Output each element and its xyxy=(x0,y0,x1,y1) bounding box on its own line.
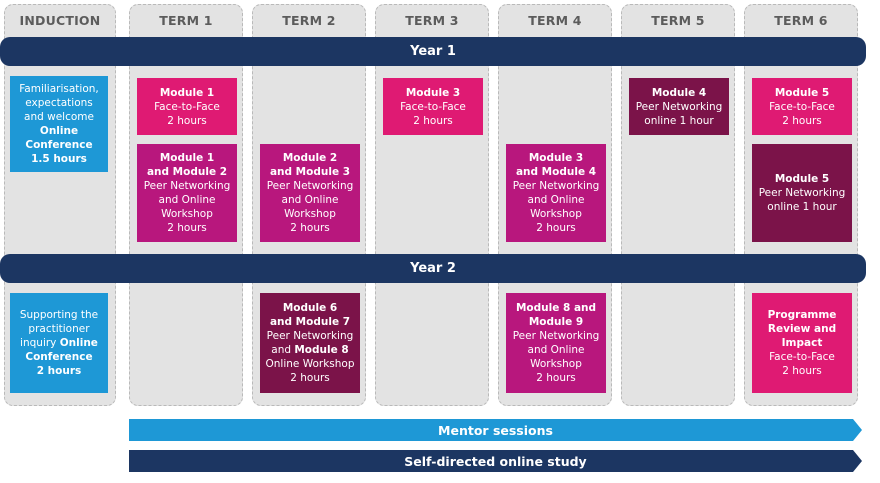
year-2-label: Year 2 xyxy=(410,261,456,276)
term6-module5-face-to-face-card: Module 5 Face-to-Face 2 hours xyxy=(752,78,852,135)
column-header-term-3: TERM 3 xyxy=(405,13,459,28)
card-title: Review and xyxy=(767,323,837,335)
column-header-term-4: TERM 4 xyxy=(528,13,582,28)
card-title: and Module 4 xyxy=(515,166,597,178)
term4-modules-8-9-card: Module 8 and Module 9 Peer Networking an… xyxy=(506,293,606,393)
card-title: Module 5 xyxy=(774,173,830,185)
card-text: Face-to-Face xyxy=(769,351,835,363)
card-text: Workshop xyxy=(530,208,582,220)
card-text: Supporting the xyxy=(19,309,99,321)
term1-peer-networking-card: Module 1 and Module 2 Peer Networking an… xyxy=(137,144,237,242)
card-text: Peer Networking xyxy=(512,330,600,342)
column-term-3: TERM 3 xyxy=(375,4,489,406)
card-text: Workshop xyxy=(284,208,336,220)
card-text: Face-to-Face xyxy=(400,100,466,113)
card-text: Workshop xyxy=(530,358,582,370)
card-title: and Module 2 xyxy=(146,166,228,178)
card-title: Module 1 xyxy=(159,152,215,164)
card-text: 2 hours xyxy=(290,222,330,234)
card-title: Module 8 and xyxy=(515,302,597,314)
induction-year1-card: Familiarisation, expectations and welcom… xyxy=(10,76,108,172)
card-text: practitioner xyxy=(28,323,90,335)
card-text-bold: Online xyxy=(59,337,98,349)
card-text: Peer Networking xyxy=(266,330,354,342)
card-title: Module 1 xyxy=(159,86,215,99)
card-text: and Online xyxy=(527,344,585,356)
card-title: Module 2 xyxy=(282,152,338,164)
card-text: and welcome xyxy=(24,111,94,123)
card-text: 2 hours xyxy=(782,365,822,377)
card-text: and xyxy=(271,344,295,356)
term4-peer-networking-card: Module 3 and Module 4 Peer Networking an… xyxy=(506,144,606,242)
card-text: Peer Networking xyxy=(758,187,846,199)
term5-module4-online-card: Module 4 Peer Networking online 1 hour xyxy=(629,78,729,135)
card-text: expectations xyxy=(25,97,93,109)
year-1-bar: Year 1 xyxy=(0,37,866,66)
card-title: Module 3 xyxy=(405,86,461,99)
card-text: Peer Networking xyxy=(266,180,354,192)
self-directed-study-label: Self-directed online study xyxy=(404,453,587,469)
card-text: online 1 hour xyxy=(767,201,837,213)
card-title: and Module 7 xyxy=(269,316,351,328)
card-text: Peer Networking xyxy=(635,100,723,113)
card-text: inquiry xyxy=(20,337,60,349)
card-text: Familiarisation, xyxy=(19,83,99,95)
year-2-bar: Year 2 xyxy=(0,254,866,283)
term1-module1-face-to-face-card: Module 1 Face-to-Face 2 hours xyxy=(137,78,237,135)
card-text: online 1 hour xyxy=(644,114,714,127)
term6-module5-online-card: Module 5 Peer Networking online 1 hour xyxy=(752,144,852,242)
card-text: and Online xyxy=(527,194,585,206)
card-text-bold: Conference xyxy=(25,139,93,151)
card-title: Module 4 xyxy=(651,86,707,99)
card-title: Module 8 xyxy=(294,344,349,356)
card-title: Impact xyxy=(781,337,823,349)
card-text: Online Workshop xyxy=(265,358,355,370)
card-text: 2 hours xyxy=(782,114,822,127)
column-header-induction: INDUCTION xyxy=(19,13,101,28)
card-title: Module 5 xyxy=(774,86,830,99)
card-title: Programme xyxy=(767,309,837,321)
card-text-bold: 1.5 hours xyxy=(31,153,87,165)
card-text: Face-to-Face xyxy=(154,100,220,113)
card-text: 2 hours xyxy=(536,222,576,234)
card-text: Peer Networking xyxy=(512,180,600,192)
card-text: 2 hours xyxy=(536,372,576,384)
term6-programme-review-card: Programme Review and Impact Face-to-Face… xyxy=(752,293,852,393)
mentor-sessions-arrow: Mentor sessions xyxy=(129,419,862,441)
card-text: Face-to-Face xyxy=(769,100,835,113)
card-title: Module 3 xyxy=(528,152,584,164)
column-term-5: TERM 5 xyxy=(621,4,735,406)
card-text: Peer Networking xyxy=(143,180,231,192)
card-text-bold: Online xyxy=(39,125,79,137)
card-text-bold: 2 hours xyxy=(36,365,82,377)
card-title: and Module 3 xyxy=(269,166,351,178)
card-text-bold: Conference xyxy=(25,351,93,363)
self-directed-study-arrow: Self-directed online study xyxy=(129,450,862,472)
card-text: and Online xyxy=(281,194,339,206)
column-header-term-5: TERM 5 xyxy=(651,13,705,28)
term2-modules-6-7-8-card: Module 6 and Module 7 Peer Networking an… xyxy=(260,293,360,393)
mentor-sessions-label: Mentor sessions xyxy=(438,422,553,438)
card-text: 2 hours xyxy=(167,114,207,127)
card-title: Module 6 xyxy=(282,302,338,314)
card-text: and Online xyxy=(158,194,216,206)
term3-module3-face-to-face-card: Module 3 Face-to-Face 2 hours xyxy=(383,78,483,135)
column-header-term-6: TERM 6 xyxy=(774,13,828,28)
term2-peer-networking-card: Module 2 and Module 3 Peer Networking an… xyxy=(260,144,360,242)
card-text: 2 hours xyxy=(167,222,207,234)
card-text: 2 hours xyxy=(413,114,453,127)
year-1-label: Year 1 xyxy=(410,44,456,59)
card-text: 2 hours xyxy=(290,372,330,384)
card-text: Workshop xyxy=(161,208,213,220)
induction-year2-card: Supporting the practitioner inquiry Onli… xyxy=(10,293,108,393)
column-header-term-2: TERM 2 xyxy=(282,13,336,28)
card-title: Module 9 xyxy=(528,316,584,328)
column-header-term-1: TERM 1 xyxy=(159,13,213,28)
